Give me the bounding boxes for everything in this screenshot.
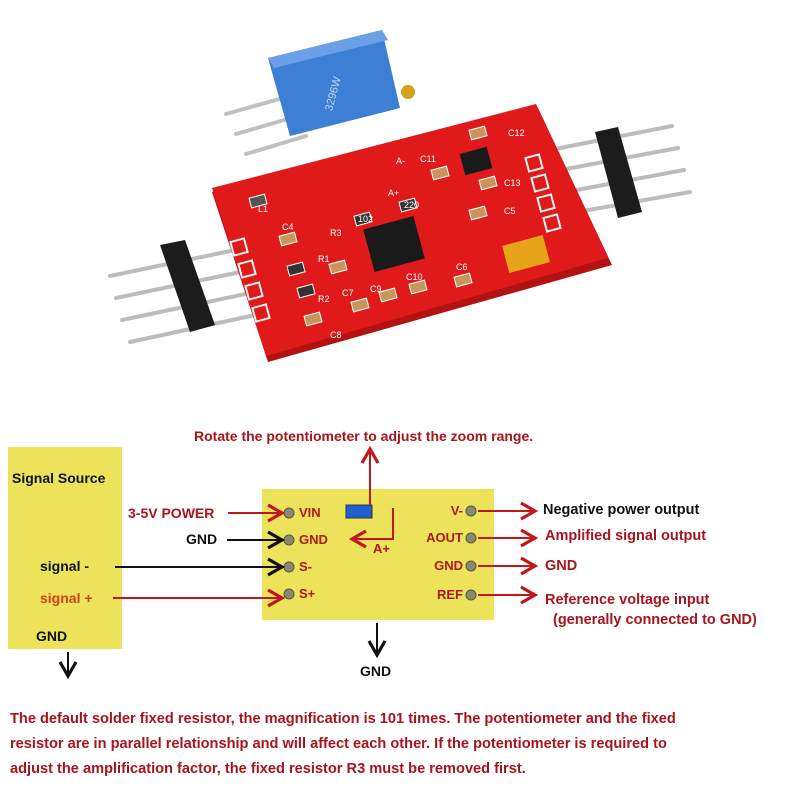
silk-label: C11 (420, 154, 436, 164)
pin-ref: REF (437, 587, 463, 602)
silk-label: 102 (358, 214, 373, 224)
gnd-out-desc: GND (545, 558, 578, 574)
footnote-line3: adjust the amplification factor, the fix… (10, 761, 526, 777)
silk-label: C7 (342, 288, 354, 298)
pot-aplus-label: A+ (373, 541, 390, 556)
silkscreen: C12 C11 C13 C5 L1 C4 R3 R1 R2 C7 C9 C10 … (258, 128, 525, 340)
module-gnd-label: GND (360, 663, 392, 679)
arrow-aplus (348, 508, 394, 549)
silk-label: C12 (508, 128, 525, 138)
signal-minus-label: signal - (40, 558, 90, 574)
ref-desc-line1: Reference voltage input (545, 592, 710, 608)
silk-label: 220 (404, 200, 419, 210)
pin-s-plus: S+ (299, 586, 316, 601)
footnote-line2: resistor are in parallel relationship an… (10, 736, 667, 752)
pin-v-minus: V- (450, 503, 463, 518)
footnote-line1: The default solder fixed resistor, the m… (10, 711, 676, 727)
pin-gnd-right: GND (434, 558, 463, 573)
module-box (262, 489, 494, 620)
signal-source-title: Signal Source (12, 470, 106, 486)
silk-label: A- (396, 156, 405, 166)
silk-label: A+ (388, 188, 399, 198)
signal-source-gnd: GND (36, 628, 68, 644)
silk-label: C8 (330, 330, 342, 340)
pot-note: Rotate the potentiometer to adjust the z… (194, 428, 534, 444)
silk-label: R2 (318, 294, 330, 304)
pin-gnd-left: GND (299, 532, 328, 547)
left-pins (283, 507, 295, 600)
pin-aout: AOUT (426, 530, 463, 545)
silk-label: C5 (504, 206, 516, 216)
silk-label: R1 (318, 254, 330, 264)
pin-s-minus: S- (299, 559, 312, 574)
signal-plus-label: signal + (40, 590, 93, 606)
potentiometer: 3296W (224, 30, 415, 156)
gnd-input-label: GND (186, 531, 218, 547)
silk-label: R3 (330, 228, 342, 238)
silk-label: C9 (370, 284, 382, 294)
v-minus-desc: Negative power output (543, 502, 700, 518)
pin-vin: VIN (299, 505, 321, 520)
power-input-label: 3-5V POWER (128, 505, 215, 521)
right-pin-header (538, 124, 692, 218)
silk-label: C4 (282, 222, 294, 232)
left-pin-header (108, 240, 262, 344)
right-pins (465, 505, 477, 601)
potentiometer-symbol (345, 504, 373, 519)
ref-desc-line2: (generally connected to GND) (553, 612, 757, 628)
silk-label: C13 (504, 178, 521, 188)
aout-desc: Amplified signal output (545, 528, 707, 544)
silk-label: L1 (258, 204, 268, 214)
silk-label: C6 (456, 262, 468, 272)
silk-label: C10 (406, 272, 423, 282)
product-photo: C12 C11 C13 C5 L1 C4 R3 R1 R2 C7 C9 C10 … (108, 30, 692, 362)
pcb-board: C12 C11 C13 C5 L1 C4 R3 R1 R2 C7 C9 C10 … (212, 104, 612, 362)
signal-source-box (8, 447, 122, 649)
